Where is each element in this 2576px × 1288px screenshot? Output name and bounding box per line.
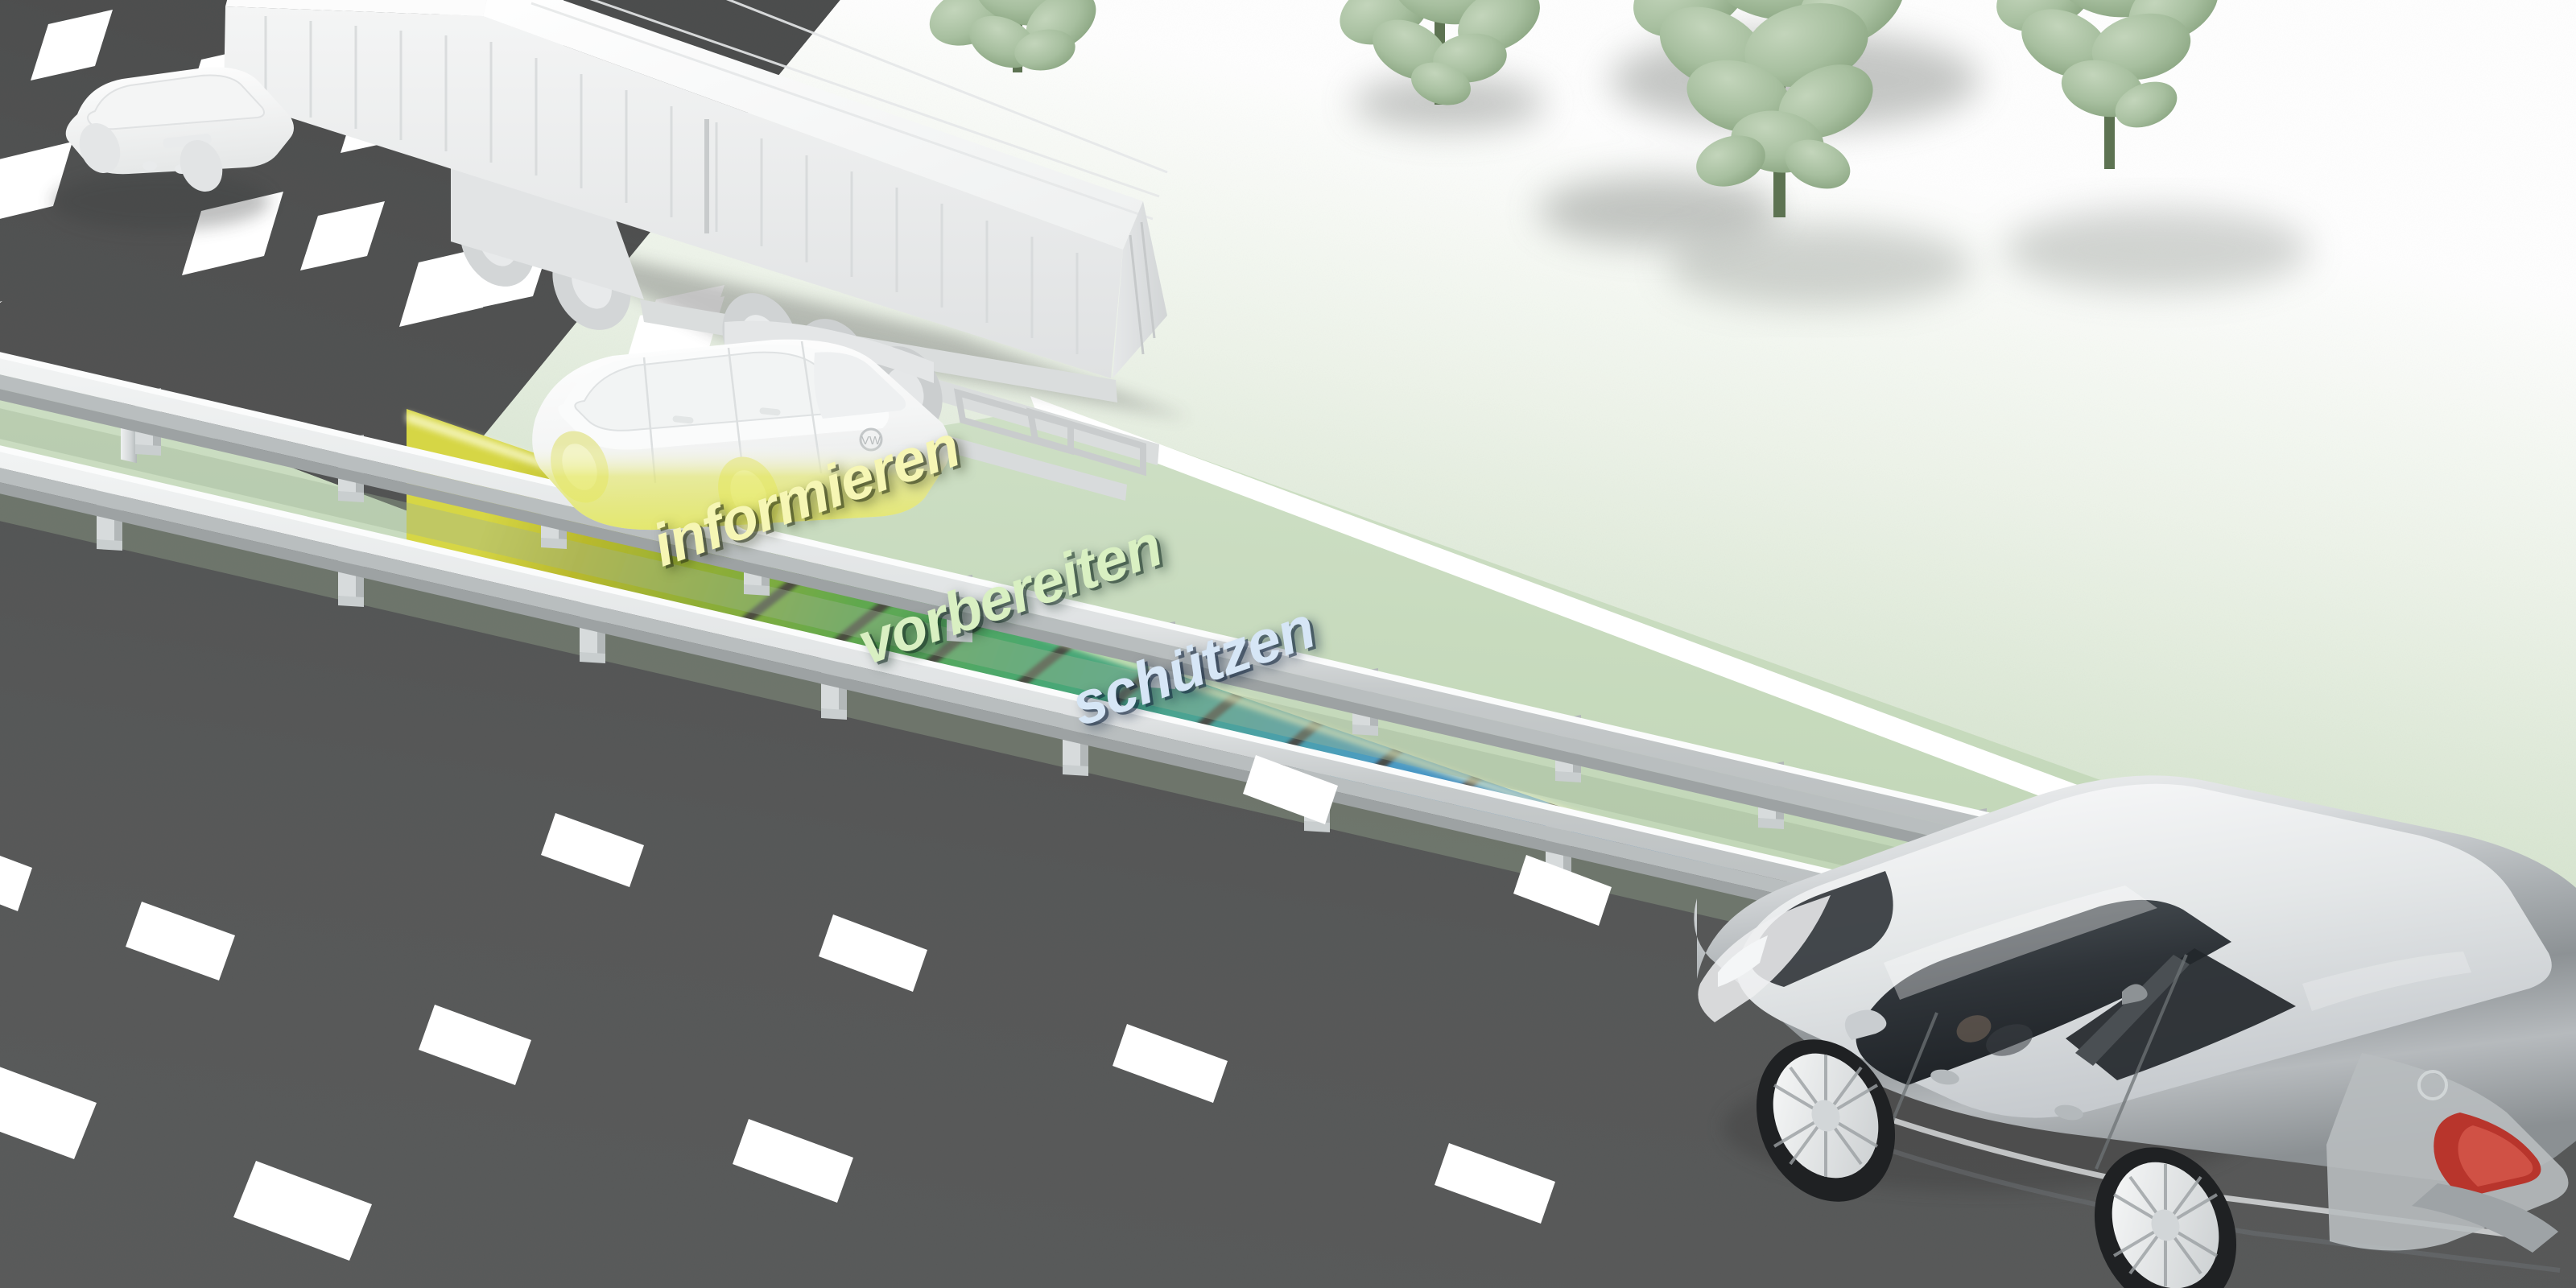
tree <box>929 0 1096 72</box>
hatchback-zone-tint <box>532 339 951 530</box>
tree <box>1633 0 1905 217</box>
tree <box>1996 0 2219 169</box>
taillight <box>2434 1113 2541 1198</box>
sedan-rear-wheel <box>2094 1147 2237 1288</box>
sedan-side-glass <box>1856 899 2231 1085</box>
tree <box>1340 0 1540 105</box>
sedan-front-wheel <box>1756 1039 1896 1202</box>
